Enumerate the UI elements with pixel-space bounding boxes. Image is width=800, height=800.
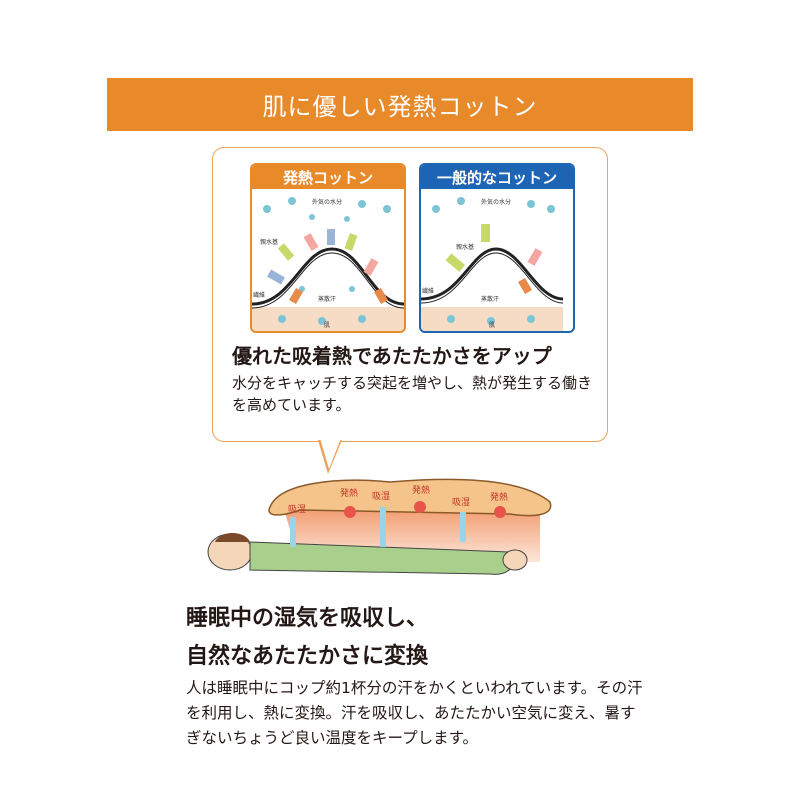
label-heat: 発熱 <box>412 484 430 496</box>
label-absorb: 吸湿 <box>372 491 390 502</box>
callout-tail-fill <box>320 438 341 469</box>
banner-title: 肌に優しい発熱コットン <box>107 78 693 131</box>
panel-title: 発熱コットン <box>252 165 404 189</box>
label-hydrophilic: 親水基 <box>260 238 278 246</box>
label-fiber: 繊維 <box>422 287 434 295</box>
heading-line-2: 自然なあたたかさに変換 <box>186 644 429 669</box>
panel-normal-cotton: 一般的なコットン 外気の水分 親水基 繊維 蒸散汗 肌 <box>419 163 575 333</box>
label-moisture: 外気の水分 <box>481 198 511 206</box>
heading-line-1: 睡眠中の湿気を吸収し、 <box>186 606 429 631</box>
sleeping-person-illustration: 吸湿 発熱 吸湿 発熱 吸湿 発熱 <box>207 478 552 575</box>
label-fiber: 繊維 <box>253 291 265 299</box>
callout-body: 水分をキャッチする突起を増やし、熱が発生する働きを高めています。 <box>232 374 593 414</box>
label-skin: 肌 <box>324 322 330 329</box>
section-body: 人は睡眠中にコップ約1杯分の汗をかくといわれています。その汗を利用し、熱に変換。… <box>186 679 643 747</box>
panel-heat-cotton: 発熱コットン 外気の水分 親水基 繊維 蒸散汗 肌 <box>250 163 406 333</box>
section-heading: 睡眠中の湿気を吸収し、 自然なあたたかさに変換 <box>186 600 428 676</box>
callout-heading: 優れた吸着熱であたたかさをアップ <box>232 344 552 368</box>
label-heat: 発熱 <box>490 491 508 503</box>
normal-cotton-diagram: 外気の水分 親水基 繊維 蒸散汗 肌 <box>421 197 563 331</box>
heat-cotton-diagram: 外気の水分 親水基 繊維 蒸散汗 肌 <box>252 197 404 331</box>
label-moisture: 外気の水分 <box>312 198 342 206</box>
label-sweat: 蒸散汗 <box>481 295 499 303</box>
label-hydrophilic: 親水基 <box>456 243 474 251</box>
panel-title: 一般的なコットン <box>421 165 573 189</box>
label-absorb: 吸湿 <box>288 504 306 515</box>
label-absorb: 吸湿 <box>452 497 470 508</box>
label-skin: 肌 <box>489 322 495 329</box>
label-sweat: 蒸散汗 <box>318 295 336 303</box>
label-heat: 発熱 <box>340 487 358 499</box>
